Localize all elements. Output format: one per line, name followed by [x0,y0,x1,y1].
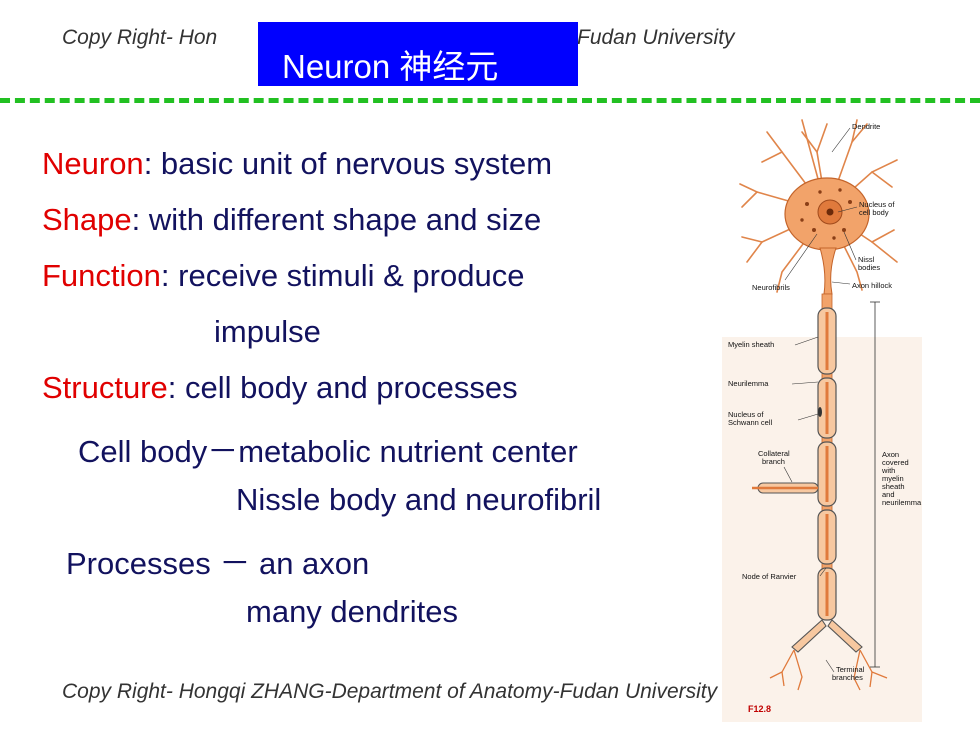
footer-copyright: Copy Right- Hongqi ZHANG-Department of A… [62,680,727,704]
label-nissl-line2: bodies [858,263,880,272]
text-dendrites: many dendrites [246,594,458,629]
line-impulse: impulse [214,314,321,350]
terminal-twigs [769,649,888,691]
figure-number: F12.8 [748,704,771,714]
label-collateral-line2: branch [762,457,785,466]
text-function: : receive stimuli & produce [160,258,525,293]
label-schwann-line1: Nucleus of [728,410,764,419]
label-axon-line4: myelin [882,474,904,483]
schwann-nucleus [818,407,822,417]
footer-credit-text: Copy Right- Hongqi ZHANG-Department of A… [62,680,718,703]
label-axon-line3: with [881,466,895,475]
neuron-diagram: Dendrite Nucleus of cell body Nissl bodi… [722,119,922,722]
text-cell-body: Cell body－metabolic nutrient center [78,434,578,469]
axon-hillock-shape [819,247,837,295]
line-nissle: Nissle body and neurofibril [236,482,601,518]
line-neuron: Neuron: basic unit of nervous system [42,146,552,182]
line-dendrites: many dendrites [246,594,458,630]
label-axon-line2: covered [882,458,909,467]
line-structure: Structure: cell body and processes [42,370,518,406]
leader-lines [783,127,858,673]
term-function: Function [42,258,161,293]
term-structure: Structure [42,370,168,405]
label-nucleus-line1: Nucleus of [859,200,895,209]
text-impulse: impulse [214,314,321,349]
label-terminal-line1: Terminal [836,665,865,674]
terminal-branches-shape [791,619,863,653]
text-processes: Processes － an axon [66,546,370,581]
label-axon-line6: and [882,490,895,499]
text-neuron: : basic unit of nervous system [143,146,553,181]
neuron-figure: Dendrite Nucleus of cell body Nissl bodi… [722,112,922,722]
text-nissle: Nissle body and neurofibril [236,482,602,517]
slide-title: Neuron 神经元 [258,22,578,86]
label-axon-line5: sheath [882,482,905,491]
line-cell-body: Cell body－metabolic nutrient center [78,426,578,471]
line-function: Function: receive stimuli & produce [42,258,524,294]
label-nissl-line1: Nissl [858,255,875,264]
nucleolus [826,208,834,216]
text-structure: : cell body and processes [167,370,518,405]
term-neuron: Neuron [42,146,144,181]
text-shape: : with different shape and size [131,202,542,237]
term-shape: Shape [42,202,132,237]
label-neurilemma: Neurilemma [728,379,769,388]
line-shape: Shape: with different shape and size [42,202,541,238]
slide-title-text: Neuron 神经元 [282,48,499,85]
label-nucleus-line2: cell body [859,208,889,217]
label-node-ranvier: Node of Ranvier [742,572,797,581]
label-neurofibrils: Neurofibrils [752,283,790,292]
label-dendrite: Dendrite [852,122,880,131]
nissl-bodies [800,188,852,240]
label-axon-hillock: Axon hillock [852,281,892,290]
label-myelin-sheath: Myelin sheath [728,340,774,349]
label-schwann-line2: Schwann cell [728,418,773,427]
label-axon-line7: neurilemma [882,498,922,507]
header-credit-start: Copy Right- Hon [62,26,218,49]
label-terminal-line2: branches [832,673,863,682]
label-axon-line1: Axon [882,450,899,459]
line-processes: Processes － an axon [66,538,369,583]
label-collateral-line1: Collateral [758,449,790,458]
dashed-divider [0,98,980,103]
